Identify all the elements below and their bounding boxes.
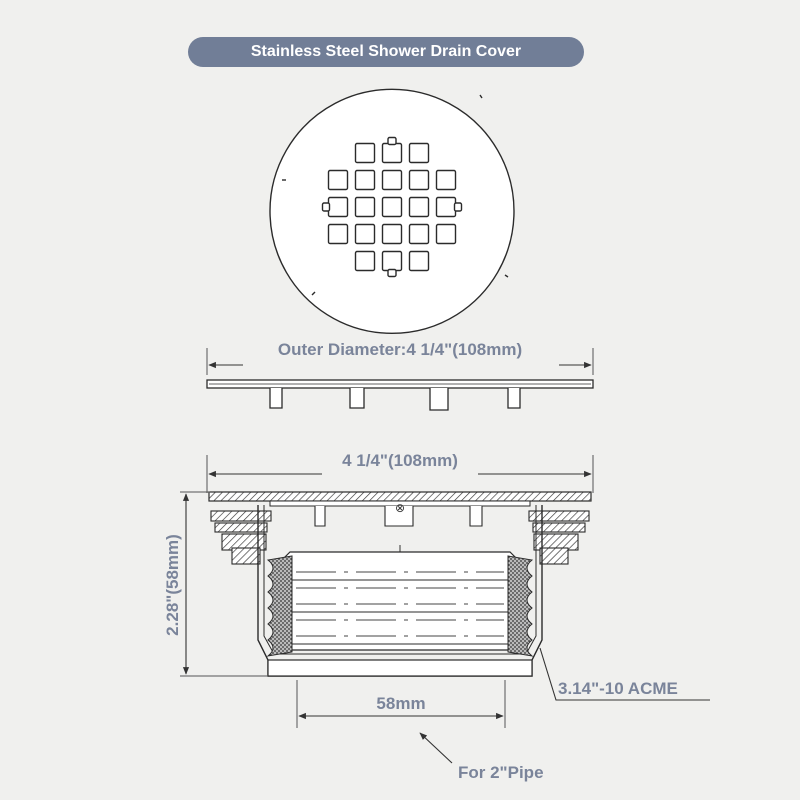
grate-hole-tab [321, 202, 331, 212]
grate-hole [408, 196, 430, 218]
outer-diameter-label: Outer Diameter:4 1/4"(108mm) [278, 340, 522, 359]
thread-callout: 3.14"-10 ACME [539, 647, 710, 701]
inner-width-dimension: 58mm [296, 680, 506, 728]
grate-hole-tab [387, 136, 397, 146]
grate-top-view [269, 88, 515, 334]
body-width-label: 4 1/4"(108mm) [342, 451, 458, 470]
grate-hole [435, 196, 457, 218]
drain-body-section: 4 1/4"(108mm) ⊗ [206, 451, 594, 677]
height-label: 2.28"(58mm) [163, 534, 182, 636]
grate-hole [381, 169, 403, 191]
grate-hole [354, 142, 376, 164]
grate-hole [327, 196, 349, 218]
grate-hole [381, 223, 403, 245]
title-badge: Stainless Steel Shower Drain Cover [188, 37, 584, 67]
grate-hole [354, 223, 376, 245]
grate-hole [327, 169, 349, 191]
pipe-label: For 2"Pipe [458, 763, 544, 782]
grate-hole [381, 250, 403, 272]
grate-hole [435, 223, 457, 245]
height-dimension: 2.28"(58mm) [162, 491, 268, 677]
grate-hole [354, 250, 376, 272]
pipe-callout: For 2"Pipe [419, 732, 544, 782]
grate-hole [408, 142, 430, 164]
cover-side-view: Outer Diameter:4 1/4"(108mm) [206, 340, 594, 411]
grate-hole [381, 142, 403, 164]
grate-hole [408, 223, 430, 245]
grate-hole [327, 223, 349, 245]
grate-hole [435, 169, 457, 191]
grate-hole [354, 196, 376, 218]
grate-hole [408, 169, 430, 191]
grate-holes [321, 136, 463, 278]
svg-text:⊗: ⊗ [395, 501, 405, 515]
grate-hole-tab [387, 268, 397, 278]
grate-hole [408, 250, 430, 272]
inner-width-label: 58mm [376, 694, 425, 713]
grate-hole-tab [453, 202, 463, 212]
thread-label: 3.14"-10 ACME [558, 679, 678, 698]
grate-hole [354, 169, 376, 191]
grate-hole [381, 196, 403, 218]
